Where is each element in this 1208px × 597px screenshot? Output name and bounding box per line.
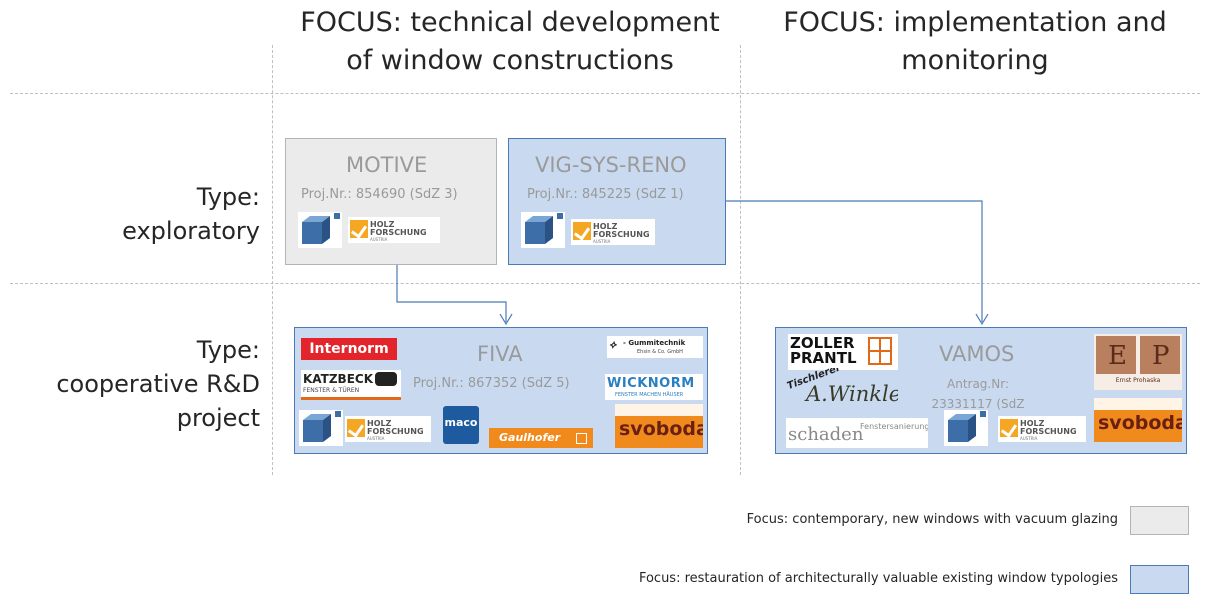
project-box-vamos: ZOLLER PRANTL VAMOS Antrag.Nr: 23331117 … <box>775 327 1187 454</box>
arrow-vig-to-vamos <box>726 200 983 322</box>
column-divider-right <box>740 45 741 475</box>
svoboda-logo: svoboda <box>1094 398 1182 442</box>
project-title: VAMOS <box>939 342 1015 366</box>
project-number: Proj.Nr.: 867352 (SdZ 5) <box>413 376 570 391</box>
project-title: FIVA <box>477 342 523 366</box>
column-divider-left <box>272 45 273 475</box>
wicknorm-logo: WICKNORM FENSTER MACHEN HÄUSER <box>605 374 703 400</box>
legend-swatch-contemporary <box>1130 506 1189 535</box>
internorm-logo: Internorm <box>301 338 397 360</box>
tischlerei-winkler-logo: Tischlerei A.Winkler <box>786 368 898 406</box>
row-divider-top <box>10 93 1200 94</box>
building-physics-logo <box>299 410 343 446</box>
katzbeck-logo: KATZBECK FENSTER & TÜREN <box>301 370 401 400</box>
legend-label-restauration: Focus: restauration of architecturally v… <box>638 571 1118 586</box>
svg-text:P: P <box>1152 341 1170 371</box>
arrowhead-fiva <box>499 313 513 326</box>
building-physics-logo <box>944 410 988 446</box>
project-number: Proj.Nr.: 854690 (SdZ 3) <box>301 187 458 202</box>
arrow-motive-to-fiva <box>396 264 507 322</box>
building-physics-logo <box>298 212 342 248</box>
row-heading-exploratory: Type: exploratory <box>122 183 260 245</box>
gaulhofer-logo: Gaulhofer <box>489 428 593 448</box>
building-physics-logo <box>521 212 565 248</box>
column-heading-implementation: FOCUS: implementation and monitoring <box>783 7 1167 76</box>
column-heading-technical: FOCUS: technical development of window c… <box>300 7 720 76</box>
project-title: MOTIVE <box>346 153 428 177</box>
project-box-vig-sys-reno: VIG-SYS-RENO Proj.Nr.: 845225 (SdZ 1) HO… <box>508 138 726 265</box>
project-title: VIG-SYS-RENO <box>535 153 687 177</box>
arrowhead-vamos <box>975 313 989 326</box>
maco-logo: maco <box>443 406 479 444</box>
legend-label-contemporary: Focus: contemporary, new windows with va… <box>746 512 1118 527</box>
svg-text:E: E <box>1108 341 1127 371</box>
row-divider-middle <box>10 283 1200 284</box>
gummitechnik-logo: ⟡ - Gummitechnik Ehsin & Co. GmbH <box>607 336 703 358</box>
legend-swatch-restauration <box>1130 565 1189 594</box>
svoboda-logo: svoboda <box>615 404 703 448</box>
row-heading-cooperative: Type: cooperative R&D project <box>56 336 260 432</box>
schaden-logo: schaden Fenstersanierung <box>786 418 928 448</box>
project-box-fiva: Internorm KATZBECK FENSTER & TÜREN FIVA … <box>294 327 708 454</box>
project-number: Proj.Nr.: 845225 (SdZ 1) <box>527 187 684 202</box>
zoller-prantl-logo: ZOLLER PRANTL <box>788 334 898 370</box>
